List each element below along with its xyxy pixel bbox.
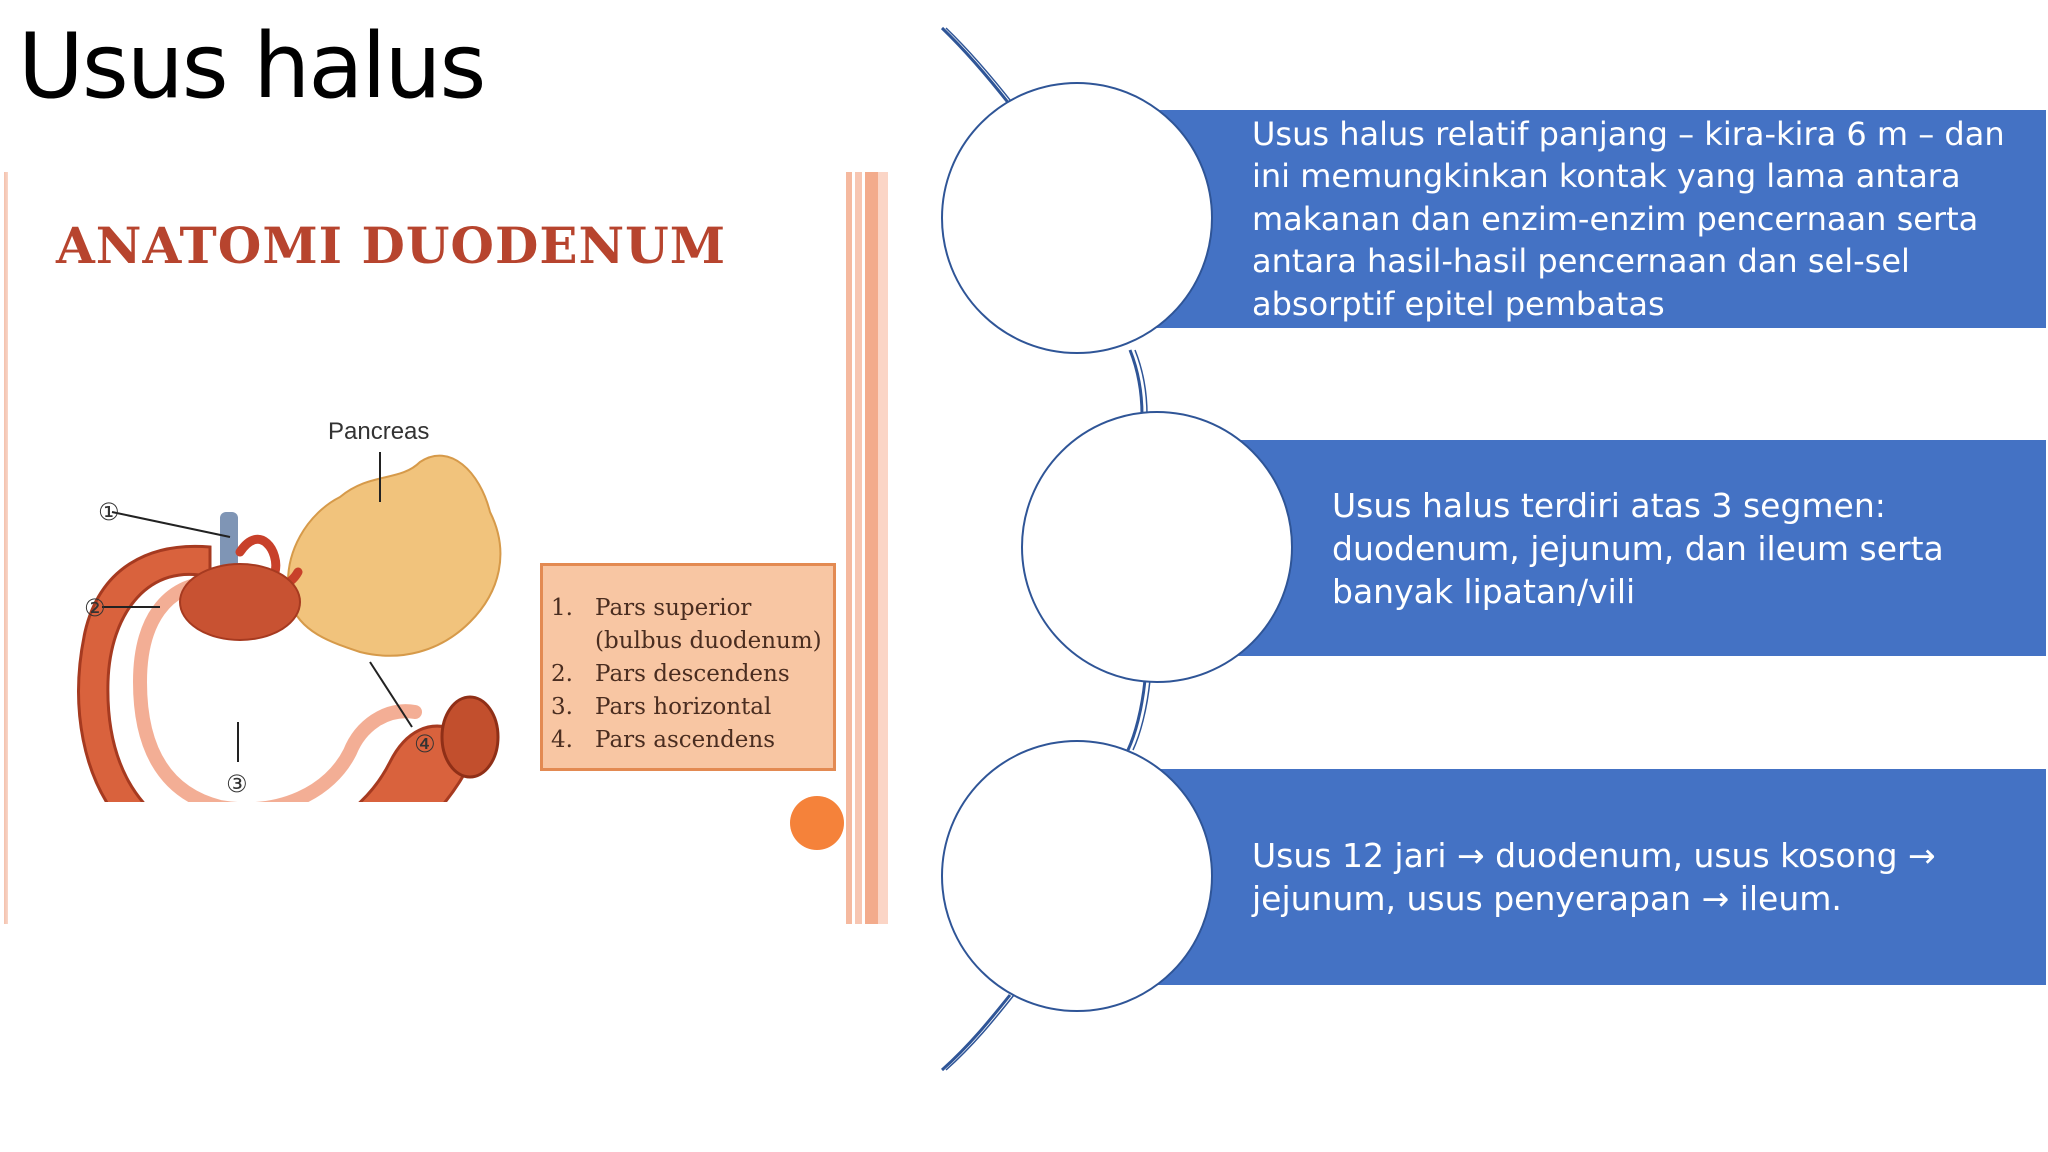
legend-item: (bulbus duodenum): [595, 628, 822, 654]
slide-right-stripes: [846, 172, 888, 924]
anatomy-slide-image: ANATOMI DUODENUM Pancreas ① ② ③ ④ 1.Pars…: [0, 172, 888, 924]
superior-part: [179, 563, 301, 641]
point-text-1: Usus halus relatif panjang – kira-kira 6…: [1252, 114, 2005, 323]
point-bar-1: Usus halus relatif panjang – kira-kira 6…: [1120, 110, 2046, 328]
pointer-4: [369, 661, 413, 728]
legend-item: 1.Pars superior: [551, 595, 752, 621]
anatomy-heading: ANATOMI DUODENUM: [56, 216, 727, 275]
marker-3: ③: [226, 770, 248, 798]
marker-1: ①: [98, 498, 120, 526]
legend-item: 2.Pars descendens: [551, 661, 790, 687]
timeline-connector: [940, 26, 1151, 1072]
timeline-circle-3: [941, 740, 1213, 1012]
legend-box: 1.Pars superior (bulbus duodenum) 2.Pars…: [540, 563, 836, 771]
point-text-3: Usus 12 jari → duodenum, usus kosong → j…: [1252, 836, 1936, 918]
pancreas-shape: [287, 454, 502, 657]
pointer-1: [111, 511, 231, 538]
duodenum-illustration: Pancreas ① ② ③ ④: [77, 418, 502, 802]
pancreas-label: Pancreas: [328, 418, 429, 445]
slide-left-border: [4, 172, 8, 924]
point-bar-3: Usus 12 jari → duodenum, usus kosong → j…: [1120, 769, 2046, 985]
duodenum-inner: [132, 575, 422, 802]
timeline-circle-2: [1021, 411, 1293, 683]
point-bar-2: Usus halus terdiri atas 3 segmen: duoden…: [1200, 440, 2046, 656]
timeline-circle-1: [941, 82, 1213, 354]
legend-item: 3.Pars horizontal: [551, 694, 772, 720]
marker-2: ②: [84, 594, 106, 622]
slide-title: Usus halus: [18, 14, 486, 119]
point-text-2: Usus halus terdiri atas 3 segmen: duoden…: [1332, 485, 1944, 611]
marker-4: ④: [414, 730, 436, 758]
orange-accent-dot: [790, 796, 844, 850]
ascending-end: [440, 695, 500, 779]
legend-item: 4.Pars ascendens: [551, 727, 776, 753]
legend-list: 1.Pars superior (bulbus duodenum) 2.Pars…: [551, 592, 823, 757]
